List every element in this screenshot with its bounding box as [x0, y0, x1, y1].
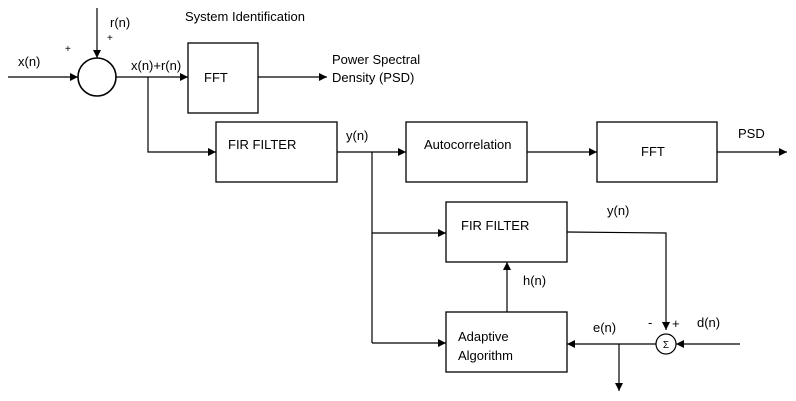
summing-junction-circle — [77, 57, 117, 97]
autocorrelation-block — [405, 121, 528, 183]
h-label: h(n) — [523, 273, 546, 288]
fft-right-block — [596, 121, 718, 183]
plus-sign-r: + — [107, 33, 113, 44]
fir-filter-1-block — [215, 121, 338, 183]
psd-label-line1: Power Spectral — [332, 52, 420, 67]
sum-to-fir1-arrow — [147, 77, 216, 156]
psd-label-line2: Density (PSD) — [332, 70, 414, 85]
desired-label: d(n) — [697, 315, 720, 330]
sigma-symbol: Σ — [663, 340, 669, 351]
psd-output-label: PSD — [738, 126, 765, 141]
fft-right-label: FFT — [641, 144, 665, 159]
autocorrelation-label: Autocorrelation — [424, 137, 511, 152]
input-r-label: r(n) — [110, 15, 130, 30]
input-x-label: x(n) — [18, 54, 40, 69]
fft-top-label: FFT — [204, 70, 228, 85]
fft-top-block — [187, 42, 259, 114]
y-second-label: y(n) — [607, 203, 629, 218]
fir2-to-sum-arrow — [566, 231, 670, 330]
plus-sign-sum: + — [672, 316, 680, 331]
adaptive-label-line1: Adaptive — [458, 329, 509, 344]
y-first-label: y(n) — [346, 128, 368, 143]
fir-filter-2-label: FIR FILTER — [461, 218, 529, 233]
adaptive-label-line2: Algorithm — [458, 348, 513, 363]
fir-filter-1-label: FIR FILTER — [228, 137, 296, 152]
diagram-title: System Identification — [185, 9, 305, 24]
minus-sign: - — [648, 315, 652, 330]
plus-sign-x: + — [65, 44, 71, 55]
error-label: e(n) — [593, 320, 616, 335]
sum-output-label: x(n)+r(n) — [131, 58, 181, 73]
